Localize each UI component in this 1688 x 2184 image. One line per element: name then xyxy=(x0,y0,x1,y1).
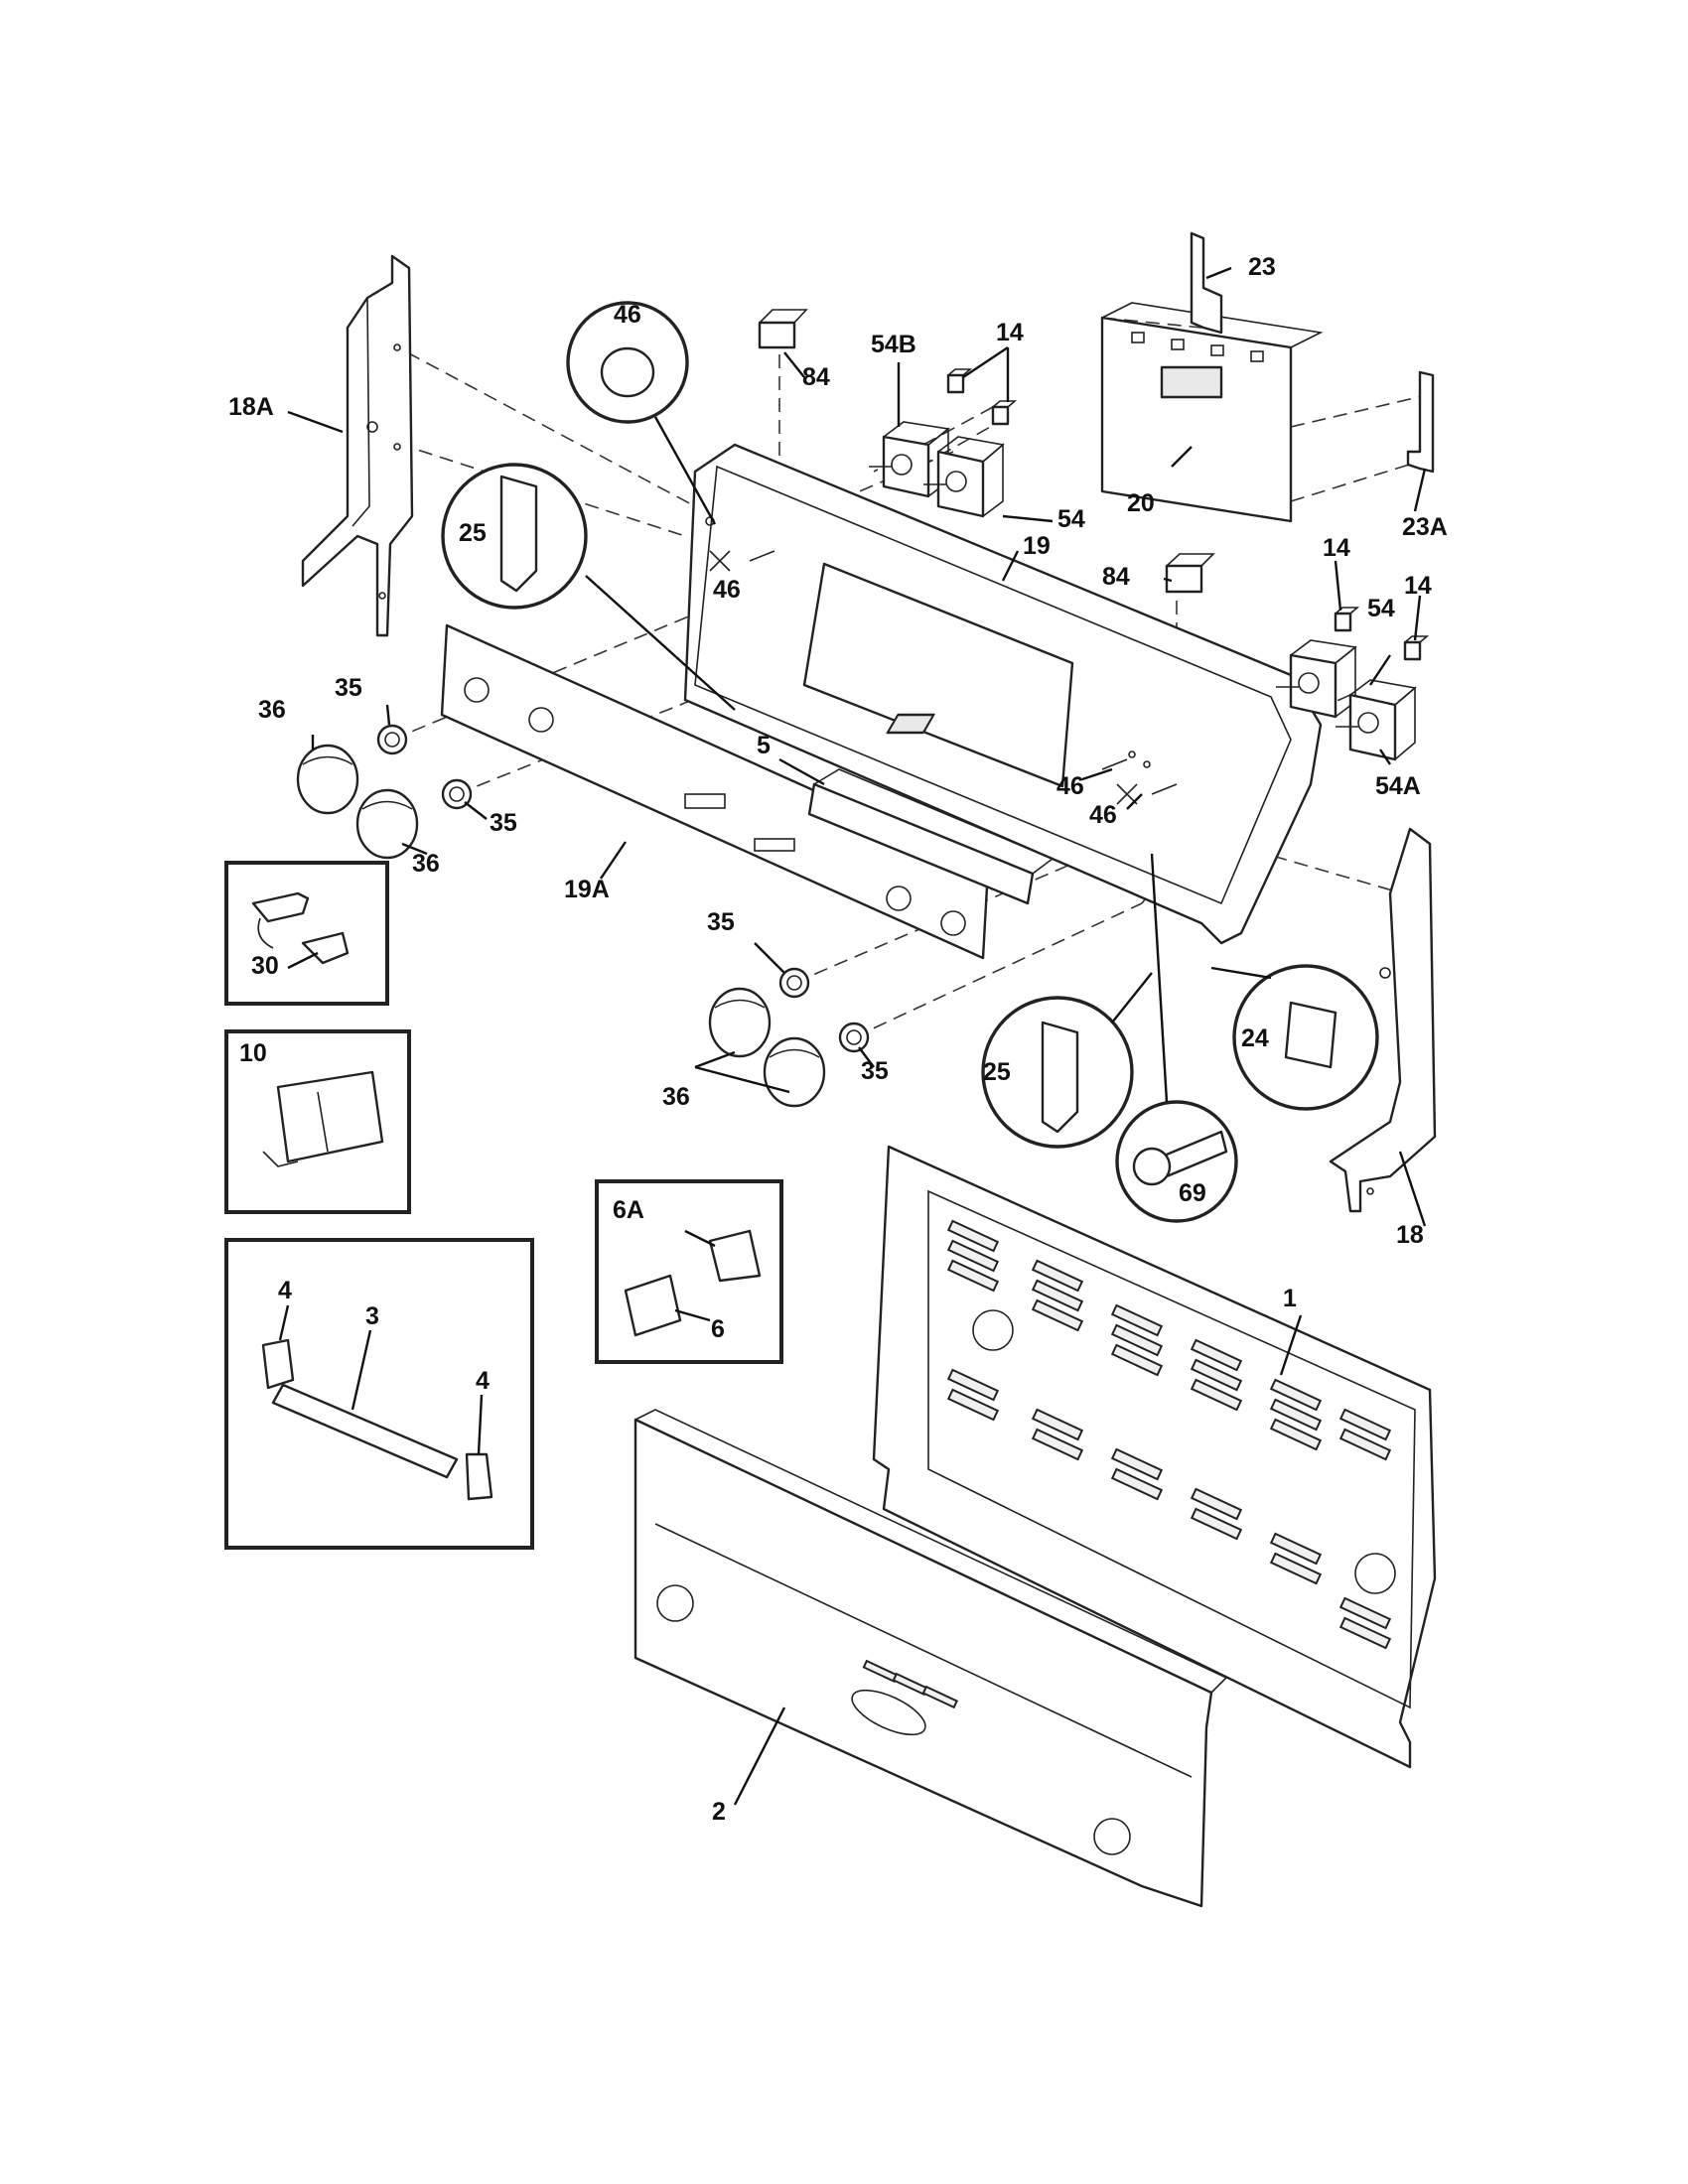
callout-46-knob-cap xyxy=(566,301,717,525)
ref-label-19A: 19A xyxy=(564,876,610,903)
side-bracket-18 xyxy=(1329,827,1437,1213)
ref-label-54-top: 54 xyxy=(1057,505,1085,533)
knob-36-d xyxy=(763,1036,826,1108)
ref-label-4-a: 4 xyxy=(278,1277,292,1304)
ref-label-6A: 6A xyxy=(613,1196,644,1224)
switch-54-top xyxy=(923,436,1005,518)
pilot-light-14-d xyxy=(1403,635,1430,661)
ref-label-84-top: 84 xyxy=(802,363,830,391)
inset-10-ballast xyxy=(224,1029,411,1214)
overlay-panel-19A xyxy=(440,623,990,960)
ref-label-6: 6 xyxy=(711,1315,725,1343)
ref-label-54A: 54A xyxy=(1375,772,1421,800)
callout-69-screw xyxy=(1115,853,1238,1223)
ref-label-23A: 23A xyxy=(1402,513,1448,541)
lower-panel-2 xyxy=(633,1409,1228,1908)
jack-84-right xyxy=(1165,553,1215,594)
ref-label-36-a: 36 xyxy=(258,696,286,724)
inset-6-6A-lamp xyxy=(595,1179,783,1364)
side-bracket-18A xyxy=(301,254,414,637)
switch-54-right xyxy=(1276,639,1357,719)
ref-label-25-left: 25 xyxy=(459,519,487,547)
ref-label-23: 23 xyxy=(1248,253,1276,281)
knob-36-a xyxy=(296,744,359,815)
jack-84-top xyxy=(758,309,808,349)
ref-label-46-b: 46 xyxy=(1056,772,1084,800)
ref-label-2: 2 xyxy=(712,1798,726,1826)
callout-24-rocker xyxy=(1210,964,1379,1111)
bezel-35-c xyxy=(778,967,810,999)
bezel-35-d xyxy=(838,1022,870,1053)
pilot-light-14-a xyxy=(946,368,973,394)
ref-label-25-right: 25 xyxy=(983,1058,1011,1086)
control-board-20 xyxy=(1100,302,1324,523)
ref-label-18: 18 xyxy=(1396,1221,1424,1249)
ref-label-46-a: 46 xyxy=(713,576,741,604)
ref-label-19: 19 xyxy=(1023,532,1051,560)
switch-54A xyxy=(1336,679,1417,761)
bracket-23 xyxy=(1190,231,1223,335)
inset-3-4-lamp xyxy=(224,1238,534,1550)
ref-label-46-bubble: 46 xyxy=(614,301,641,329)
ref-label-35-c: 35 xyxy=(707,908,735,936)
ref-label-18A: 18A xyxy=(228,393,274,421)
ref-label-30: 30 xyxy=(251,952,279,980)
ref-label-14-r2: 14 xyxy=(1404,572,1432,600)
callout-25-left xyxy=(441,463,736,711)
ref-label-69: 69 xyxy=(1179,1179,1206,1207)
callout-25-right xyxy=(981,972,1153,1149)
ref-label-14-r1: 14 xyxy=(1323,534,1350,562)
knob-36-b xyxy=(355,788,419,860)
ref-label-46-c: 46 xyxy=(1089,801,1117,829)
ref-label-3: 3 xyxy=(365,1302,379,1330)
ref-label-4-b: 4 xyxy=(476,1367,490,1395)
louvers xyxy=(946,1219,1392,1650)
bracket-5 xyxy=(807,768,1055,905)
ref-label-54B: 54B xyxy=(871,331,916,358)
ref-label-1: 1 xyxy=(1283,1285,1297,1312)
ref-label-36-c: 36 xyxy=(662,1083,690,1111)
leader-lines xyxy=(278,266,1427,1806)
bezel-35-a xyxy=(376,724,408,755)
ref-label-20: 20 xyxy=(1127,489,1155,517)
ref-label-14-top: 14 xyxy=(996,319,1024,346)
ref-label-35-b: 35 xyxy=(490,809,517,837)
ref-label-35-a: 35 xyxy=(335,674,362,702)
ref-label-36-b: 36 xyxy=(412,850,440,878)
pilot-light-14-b xyxy=(991,400,1018,426)
bezel-35-b xyxy=(441,778,473,810)
bracket-23A xyxy=(1406,370,1435,474)
reference-labels: 23 18A 46 84 54B 14 54 20 23A 25 19 46 8… xyxy=(228,253,1448,1826)
console-housing-19 xyxy=(462,443,1323,945)
ref-label-54-right: 54 xyxy=(1367,595,1395,622)
knob-36-c xyxy=(708,987,772,1058)
ref-label-35-d: 35 xyxy=(861,1057,889,1085)
ref-label-84-right: 84 xyxy=(1102,563,1130,591)
ref-label-24: 24 xyxy=(1241,1024,1269,1052)
inset-30 xyxy=(224,861,389,1006)
pilot-light-14-c xyxy=(1334,607,1360,632)
ref-label-10: 10 xyxy=(239,1039,267,1067)
back-panel-1 xyxy=(872,1145,1437,1769)
ref-label-5: 5 xyxy=(757,732,771,759)
